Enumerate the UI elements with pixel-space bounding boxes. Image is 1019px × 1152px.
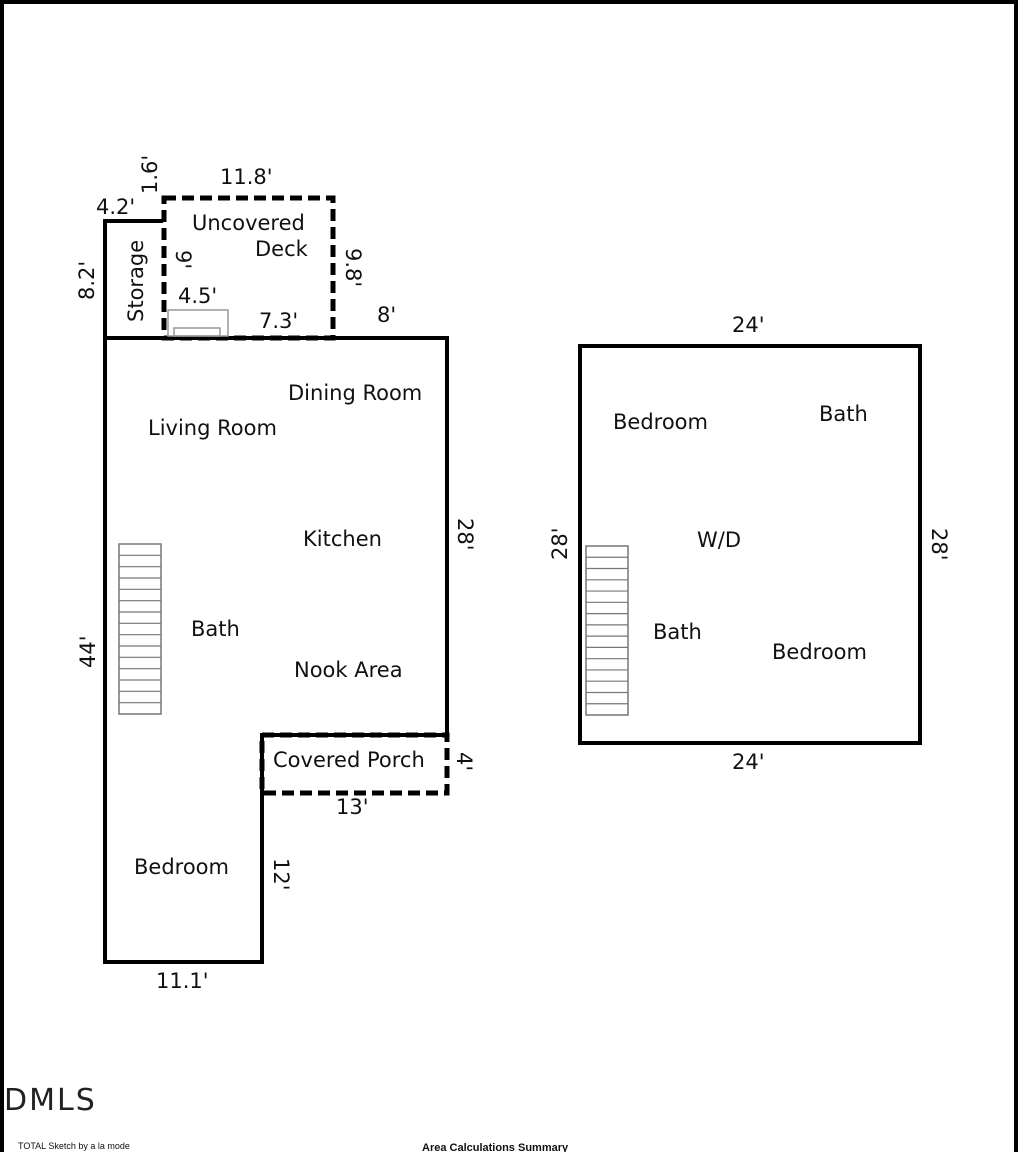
area-summary-title: Area Calculations Summary <box>422 1142 569 1152</box>
dim-left-side: 44' <box>76 636 100 669</box>
mls-logo: DMLS <box>4 1083 97 1118</box>
dining-room-label: Dining Room <box>288 381 422 405</box>
dim-f2-left: 28' <box>548 528 572 561</box>
bedroom-bottom-label: Bedroom <box>772 640 867 664</box>
dim-storage-height: 8.2' <box>75 261 99 300</box>
dim-deck-bottom: 7.3' <box>259 309 298 333</box>
deck-step-inner <box>173 327 221 337</box>
storage-outline <box>103 219 163 338</box>
kitchen-label: Kitchen <box>303 527 382 551</box>
staircase-outline <box>118 543 162 715</box>
dim-right-side: 28' <box>453 518 477 551</box>
uncovered-deck-label-line1: Uncovered <box>192 211 305 235</box>
dim-deck-offset: 1.6' <box>138 155 162 194</box>
dim-f2-top: 24' <box>732 313 765 337</box>
washer-dryer-label: W/D <box>697 528 741 552</box>
dim-f2-right: 28' <box>927 528 951 561</box>
living-room-label: Living Room <box>148 416 277 440</box>
dim-porch-bottom: 13' <box>336 795 369 819</box>
bath-bottom-label: Bath <box>653 620 702 644</box>
dim-f2-bottom: 24' <box>732 750 765 774</box>
bath-label: Bath <box>191 617 240 641</box>
dim-porch-side: 4' <box>452 752 476 771</box>
bedroom-label: Bedroom <box>134 855 229 879</box>
first-floor-staircase <box>118 543 162 715</box>
covered-porch-label: Covered Porch <box>273 748 425 772</box>
sketch-credit: TOTAL Sketch by a la mode <box>18 1141 130 1151</box>
bedroom-top-label: Bedroom <box>613 410 708 434</box>
second-floor-outline <box>578 344 922 745</box>
storage-label: Storage <box>124 240 148 322</box>
deck-steps <box>167 309 229 337</box>
uncovered-deck-label-line2: Deck <box>255 237 309 261</box>
staircase-outline <box>585 545 629 716</box>
dim-bedroom-side: 12' <box>269 858 293 891</box>
bath-top-label: Bath <box>819 402 868 426</box>
covered-porch-outline <box>259 732 450 796</box>
dim-deck-inner: 9' <box>171 250 195 269</box>
second-floor-staircase <box>585 545 629 716</box>
nook-area-label: Nook Area <box>294 658 403 682</box>
dim-deck-step-width: 4.5' <box>178 284 217 308</box>
dim-top-right: 8' <box>377 303 396 327</box>
dim-bottom: 11.1' <box>156 969 209 993</box>
uncovered-deck-outline <box>161 195 336 341</box>
second-floor-plan: Bedroom Bath W/D Bath Bedroom 24' 24' 28… <box>548 313 951 774</box>
dim-deck-right: 9.8' <box>341 248 365 287</box>
dim-storage-width: 4.2' <box>96 195 135 219</box>
first-floor-plan: Storage Uncovered Deck Dining Room Livin… <box>75 155 477 993</box>
dim-deck-top: 11.8' <box>220 165 273 189</box>
